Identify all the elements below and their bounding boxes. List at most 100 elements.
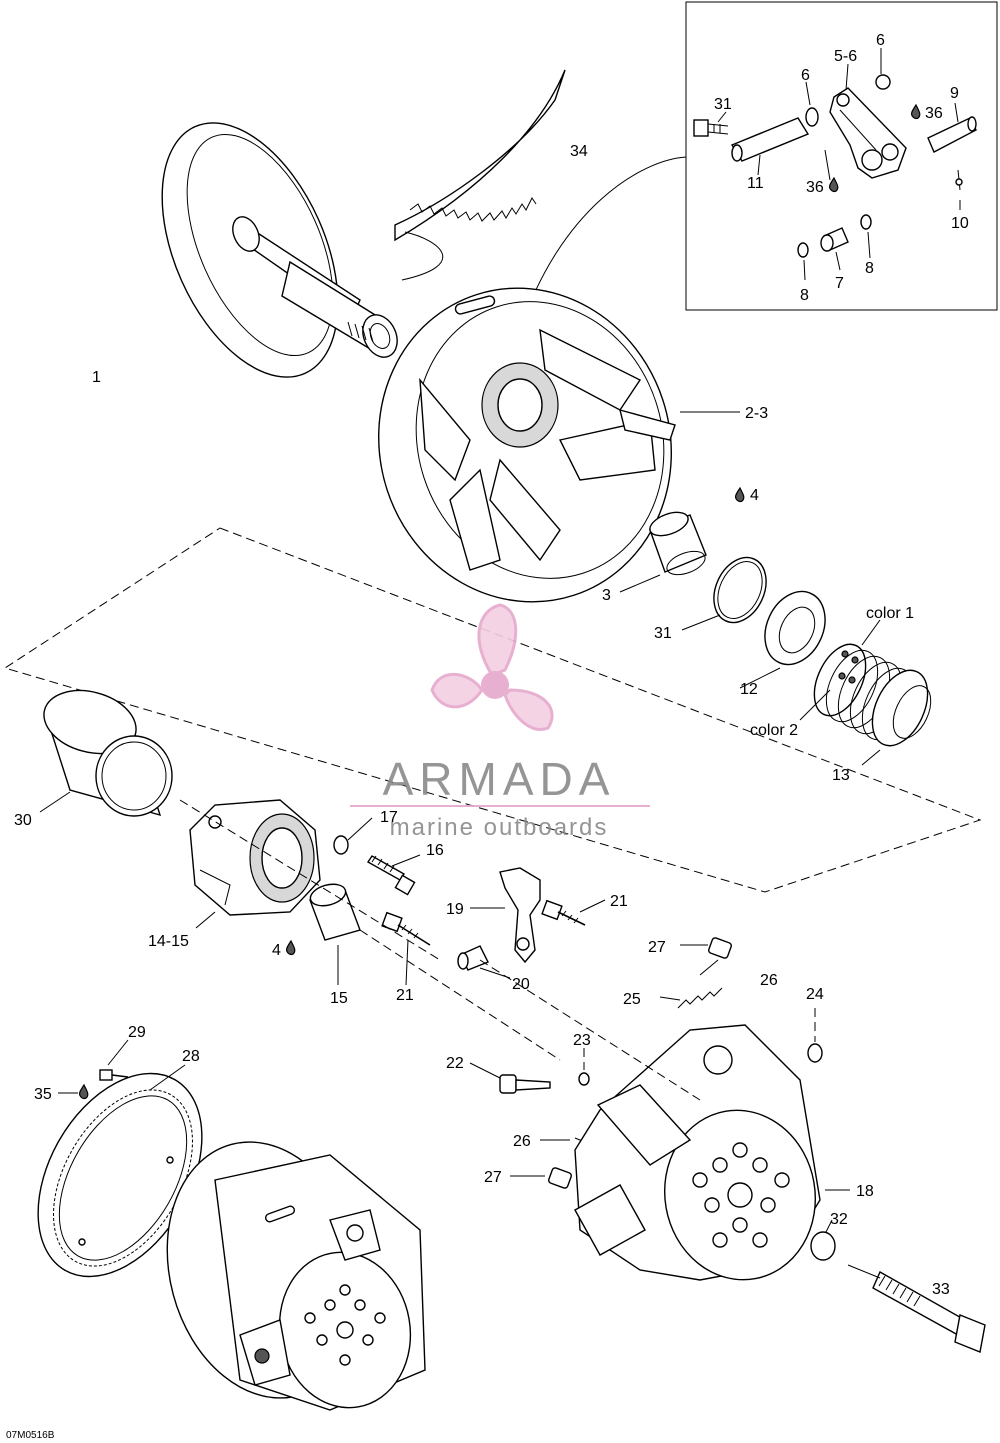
washer-6a	[805, 107, 819, 127]
callout-5-6: 5-6	[834, 48, 857, 65]
armada-watermark: ARMADA marine outboards	[350, 603, 650, 841]
callout-31b: 31	[654, 625, 672, 642]
retaining-ring-31	[681, 556, 767, 631]
callout-28: 28	[182, 1048, 200, 1065]
axis-line-b	[359, 929, 561, 1061]
screw-29	[99, 1039, 129, 1081]
callout-10: 10	[951, 215, 969, 232]
propeller-logo	[430, 603, 554, 731]
cotter-pin-10	[955, 169, 963, 191]
spider-14-15	[189, 799, 321, 929]
callout-33: 33	[932, 1281, 950, 1298]
callout-17: 17	[380, 809, 398, 826]
watermark-title: ARMADA	[383, 753, 616, 805]
screw-16	[366, 854, 421, 896]
callout-27a: 27	[648, 939, 666, 956]
grease-drop-icon	[910, 103, 921, 120]
movable-sheave-2-3	[378, 287, 740, 603]
callout-19: 19	[446, 901, 464, 918]
fixed-sheave-1	[161, 122, 398, 378]
callout-21b: 21	[396, 987, 414, 1004]
drawing-code: 07M0516B	[6, 1430, 55, 1441]
pin-11	[730, 117, 810, 162]
lever-19	[470, 867, 541, 964]
roller-7	[820, 227, 849, 252]
callout-23: 23	[573, 1032, 591, 1049]
plunger-27-upper	[680, 937, 732, 959]
spring-25	[659, 987, 723, 1009]
callout-21a: 21	[610, 893, 628, 910]
callout-color-2: color 2	[750, 722, 798, 739]
washer-8a	[860, 214, 872, 230]
callout-4b: 4	[272, 942, 281, 959]
callout-11: 11	[747, 175, 764, 192]
washer-8b	[797, 242, 809, 258]
callout-36a: 36	[925, 105, 943, 122]
grease-drop-icon	[828, 176, 839, 193]
callout-6b: 6	[801, 67, 810, 84]
callout-35: 35	[34, 1086, 52, 1103]
washer-6b	[875, 74, 891, 90]
governor-cup-18	[574, 1024, 850, 1281]
assembled-drive-pulley	[166, 1141, 426, 1411]
callout-1: 1	[92, 369, 101, 386]
callout-24: 24	[806, 986, 824, 1003]
bolt-31	[693, 119, 729, 137]
callout-26a: 26	[760, 972, 778, 989]
callout-22: 22	[446, 1055, 464, 1072]
callout-31a: 31	[714, 96, 732, 113]
callout-6a: 6	[876, 32, 885, 49]
callout-labels: 1 2-3 3 4 4 5-6 6 6 7 8 8 9 10 11 12 13 …	[6, 32, 969, 1441]
callout-30: 30	[14, 812, 32, 829]
bushing-15	[309, 883, 361, 985]
exploded-group-outline	[3, 527, 982, 893]
bushing-3	[619, 511, 707, 593]
pin-26-upper	[699, 959, 719, 976]
callout-15: 15	[330, 990, 348, 1007]
callout-14-15: 14-15	[148, 933, 189, 950]
callout-color-1: color 1	[866, 605, 914, 622]
callout-26b: 26	[513, 1133, 531, 1150]
pin-9	[927, 116, 977, 153]
plunger-27-lower	[510, 1167, 572, 1189]
callout-29: 29	[128, 1024, 146, 1041]
callout-16: 16	[426, 842, 444, 859]
screw-22	[469, 1062, 551, 1094]
callout-32: 32	[830, 1211, 848, 1228]
callout-36b: 36	[806, 179, 824, 196]
axis-line-c	[479, 959, 701, 1101]
callout-13: 13	[832, 767, 850, 784]
callout-12: 12	[740, 681, 758, 698]
thread-locker-35	[58, 1083, 89, 1100]
callout-20: 20	[512, 976, 530, 993]
washer-17	[333, 817, 373, 855]
bolt-21-upper	[541, 899, 606, 926]
callout-25: 25	[623, 991, 641, 1008]
lever-5-6	[829, 87, 907, 179]
callout-9: 9	[950, 85, 959, 102]
axis-line-a	[179, 799, 441, 961]
callout-4a: 4	[750, 487, 759, 504]
callout-2-3: 2-3	[745, 405, 768, 422]
callout-7: 7	[835, 275, 844, 292]
watermark-subtitle: marine outboards	[390, 814, 609, 841]
callout-27b: 27	[484, 1169, 502, 1186]
oil-drop-icon	[734, 486, 745, 503]
inset-detail	[519, 1, 998, 331]
oil-drop-icon	[285, 939, 296, 956]
callout-34: 34	[570, 143, 588, 160]
washer-24	[807, 1008, 823, 1063]
callout-18: 18	[856, 1183, 874, 1200]
washer-23	[578, 1072, 590, 1086]
washer-32	[810, 1219, 836, 1261]
callout-3: 3	[602, 587, 611, 604]
bolt-33	[847, 1264, 986, 1353]
bolt-21-lower	[381, 911, 431, 986]
callout-8b: 8	[800, 287, 809, 304]
sleeve-30	[39, 689, 173, 817]
washer-12	[739, 590, 826, 689]
callout-8a: 8	[865, 260, 874, 277]
drive-belt-34	[394, 69, 566, 281]
